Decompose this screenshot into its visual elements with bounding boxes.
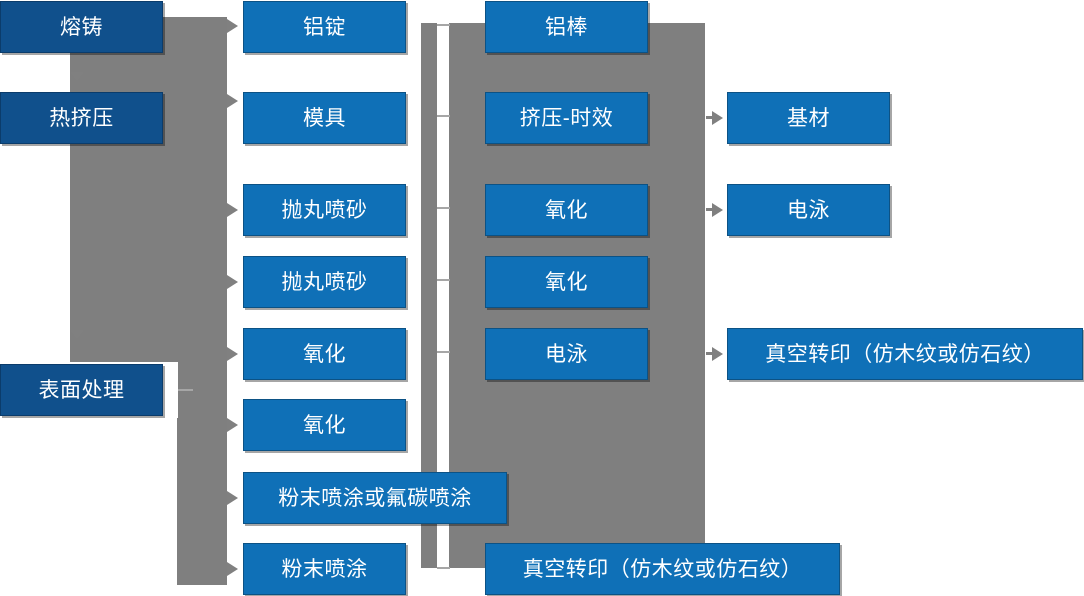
treatment-box-electrophoresis[interactable]: 电泳	[485, 328, 648, 380]
output-arrow-1	[712, 111, 723, 125]
treatment-connector-1	[437, 24, 450, 26]
treatment-box-oxidation-1-label: 氧化	[545, 198, 588, 222]
treatment-box-aluminum-bar[interactable]: 铝棒	[485, 1, 648, 53]
process-box-powder-spray[interactable]: 粉末喷涂	[243, 543, 406, 595]
left-gray-band-top-extension	[70, 17, 190, 372]
output-box-vacuum-transfer-print[interactable]: 真空转印（仿木纹或仿石纹）	[727, 328, 1083, 380]
treatment-box-electrophoresis-label: 电泳	[545, 342, 588, 366]
stage-box-hot-extrusion[interactable]: 热挤压	[0, 92, 163, 144]
stage-arrow-down-2	[70, 330, 84, 339]
treatment-box-aluminum-bar-label: 铝棒	[545, 15, 588, 39]
treatment-box-vacuum-transfer-print-label: 真空转印（仿木纹或仿石纹）	[522, 557, 803, 581]
process-arrow-6	[227, 418, 238, 432]
process-arrow-2	[227, 94, 238, 108]
treatment-connector-5	[437, 351, 450, 353]
stage-box-melting[interactable]: 熔铸	[0, 1, 163, 53]
output-box-base-material-label: 基材	[787, 106, 830, 130]
output-box-vacuum-transfer-print-label: 真空转印（仿木纹或仿石纹）	[765, 342, 1045, 366]
stage-box-melting-label: 熔铸	[60, 15, 103, 39]
treatment-box-extrusion-aging[interactable]: 挤压-时效	[485, 92, 648, 144]
process-box-oxidation-1[interactable]: 氧化	[243, 328, 406, 380]
process-box-shot-blasting-2-label: 抛丸喷砂	[281, 270, 368, 294]
process-arrow-5	[227, 347, 238, 361]
output-box-electrophoresis[interactable]: 电泳	[727, 184, 890, 236]
process-box-shot-blasting-1[interactable]: 抛丸喷砂	[243, 184, 406, 236]
output-box-base-material[interactable]: 基材	[727, 92, 890, 144]
treatment-box-oxidation-1[interactable]: 氧化	[485, 184, 648, 236]
treatment-box-oxidation-2[interactable]: 氧化	[485, 256, 648, 308]
process-box-powder-or-fluorocarbon-spray[interactable]: 粉末喷涂或氟碳喷涂	[243, 472, 507, 524]
process-box-mold-label: 模具	[303, 106, 346, 130]
process-box-powder-or-fluorocarbon-spray-label: 粉末喷涂或氟碳喷涂	[278, 486, 472, 510]
process-arrow-3	[227, 203, 238, 217]
treatment-box-oxidation-2-label: 氧化	[545, 270, 588, 294]
process-box-shot-blasting-1-label: 抛丸喷砂	[281, 198, 368, 222]
process-box-shot-blasting-2[interactable]: 抛丸喷砂	[243, 256, 406, 308]
treatment-connector-3	[437, 207, 450, 209]
stage-box-surface-treatment-label: 表面处理	[38, 378, 125, 402]
treatment-box-extrusion-aging-label: 挤压-时效	[519, 106, 614, 130]
output-arrow-stem-3	[706, 352, 713, 355]
process-box-aluminum-ingot-label: 铝锭	[303, 15, 346, 39]
mid-thin-gray-band	[421, 23, 437, 568]
stage-box-hot-extrusion-label: 热挤压	[49, 106, 114, 130]
output-arrow-stem-2	[706, 208, 713, 211]
process-box-oxidation-2-label: 氧化	[303, 413, 346, 437]
process-arrow-7	[227, 491, 238, 505]
process-box-oxidation-2[interactable]: 氧化	[243, 399, 406, 451]
process-box-aluminum-ingot[interactable]: 铝锭	[243, 1, 406, 53]
process-box-mold[interactable]: 模具	[243, 92, 406, 144]
output-box-electrophoresis-label: 电泳	[787, 198, 830, 222]
output-arrow-3	[712, 347, 723, 361]
treatment-connector-2	[437, 115, 450, 117]
process-arrow-4	[227, 275, 238, 289]
process-box-powder-spray-label: 粉末喷涂	[281, 557, 368, 581]
stage-arrow-down-1	[70, 72, 84, 81]
output-arrow-stem-1	[706, 116, 713, 119]
process-box-oxidation-1-label: 氧化	[303, 342, 346, 366]
stage-box-surface-treatment[interactable]: 表面处理	[0, 364, 163, 416]
output-arrow-2	[712, 203, 723, 217]
treatment-box-vacuum-transfer-print[interactable]: 真空转印（仿木纹或仿石纹）	[485, 543, 840, 595]
process-arrow-1	[227, 19, 238, 33]
band-gap-white	[437, 23, 449, 568]
process-arrow-8	[227, 562, 238, 576]
treatment-connector-4	[437, 279, 450, 281]
surface-treatment-connector	[163, 389, 193, 391]
treatment-connector-6	[437, 567, 450, 569]
